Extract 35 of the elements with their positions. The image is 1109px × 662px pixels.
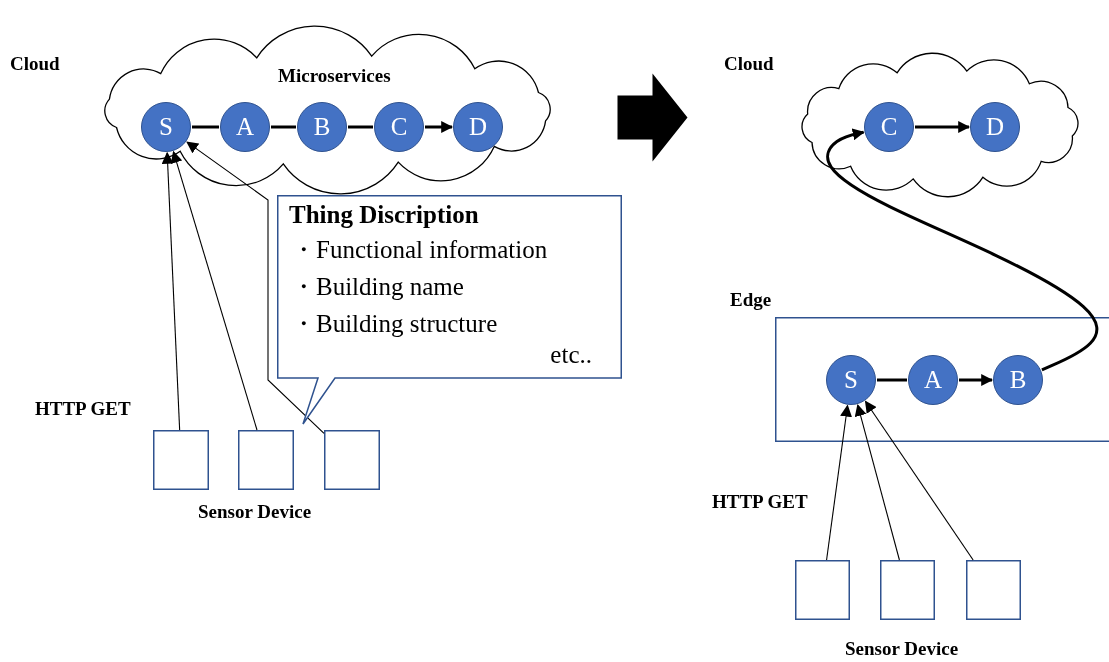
request-arrow: [864, 400, 974, 561]
sensor-box: [238, 430, 294, 490]
edge-container: [775, 317, 1109, 442]
sensor-box: [880, 560, 935, 620]
callout-box: [277, 195, 622, 425]
area-label: Cloud: [724, 53, 774, 75]
bullet-item: ・Functional information: [291, 235, 548, 265]
callout-heading: Thing Discription: [289, 201, 479, 229]
service-circle: B: [993, 355, 1043, 405]
protocol-label: HTTP GET: [712, 491, 808, 513]
request-arrow: [826, 404, 852, 561]
callout-note: etc..: [550, 341, 592, 369]
request-arrow: [915, 121, 971, 133]
sensor-box: [153, 430, 209, 490]
sensor-box: [966, 560, 1021, 620]
area-label: Cloud: [10, 53, 60, 75]
caption-label: Sensor Device: [198, 501, 312, 523]
request-arrow: [854, 403, 900, 561]
service-circle: A: [908, 355, 958, 405]
sensor-box: [795, 560, 850, 620]
bullet-item: ・Building name: [291, 272, 464, 302]
service-circle: S: [826, 355, 876, 405]
caption-label: Sensor Device: [845, 638, 959, 660]
bullet-item: ・Building structure: [291, 309, 498, 339]
transition-arrow: [617, 73, 688, 162]
request-arrow: [425, 121, 454, 133]
request-arrow: [959, 374, 994, 386]
group-title: Microservices: [278, 65, 391, 87]
area-label: Edge: [730, 289, 772, 311]
request-arrow: [170, 150, 258, 431]
request-arrow: [826, 128, 1099, 372]
request-arrow: [161, 151, 181, 431]
protocol-label: HTTP GET: [35, 398, 131, 420]
sensor-box: [324, 430, 380, 490]
request-arrow: [186, 141, 325, 434]
